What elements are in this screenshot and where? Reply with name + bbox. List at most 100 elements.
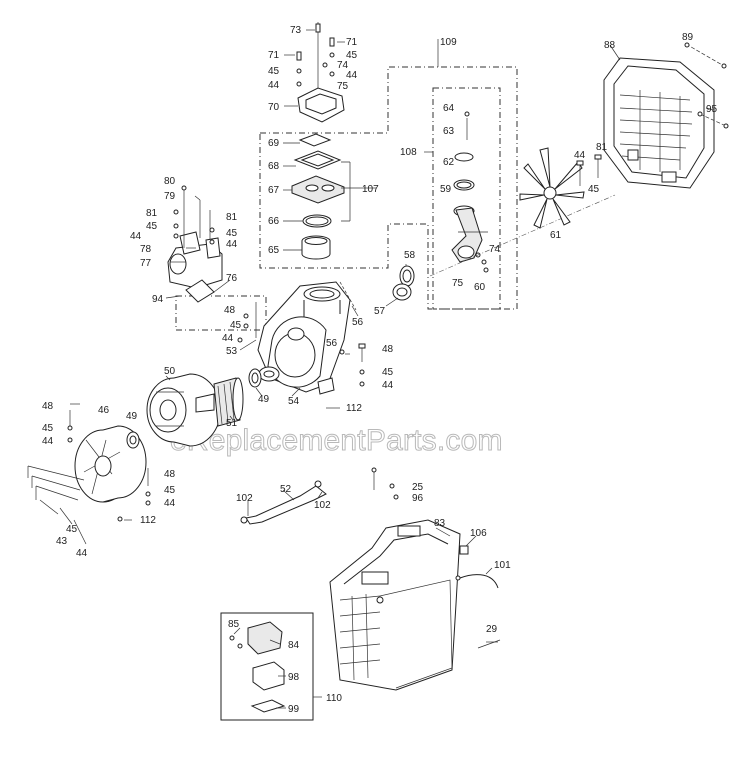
- callout-43: 43: [56, 536, 68, 547]
- callout-101: 101: [494, 560, 511, 571]
- callout-59: 59: [440, 184, 452, 195]
- callout-25: 25: [412, 482, 424, 493]
- watermark: eReplacementParts.com: [170, 424, 503, 457]
- callout-79: 79: [164, 191, 176, 202]
- callout-76: 76: [226, 273, 238, 284]
- callout-70: 70: [268, 102, 280, 113]
- callout-88: 88: [604, 40, 616, 51]
- callout-49: 49: [258, 394, 270, 405]
- callout-66: 66: [268, 216, 280, 227]
- callout-99: 99: [288, 704, 300, 715]
- callout-94: 94: [152, 294, 164, 305]
- callout-48: 48: [224, 305, 236, 316]
- callout-44: 44: [268, 80, 280, 91]
- callout-46: 46: [98, 405, 110, 416]
- callout-63: 63: [443, 126, 455, 137]
- callout-44: 44: [42, 436, 54, 447]
- callout-44: 44: [76, 548, 88, 559]
- callout-68: 68: [268, 161, 280, 172]
- callout-56: 56: [326, 338, 338, 349]
- fan-part: [429, 147, 616, 277]
- callout-48: 48: [42, 401, 54, 412]
- callout-69: 69: [268, 138, 280, 149]
- callout-74: 74: [489, 244, 501, 255]
- front-shroud-part: [329, 467, 501, 691]
- callout-50: 50: [164, 366, 176, 377]
- callout-109: 109: [440, 37, 457, 48]
- callout-98: 98: [288, 672, 300, 683]
- fitting-hose-part: [455, 545, 499, 589]
- callout-44: 44: [346, 70, 358, 81]
- callout-107: 107: [362, 184, 379, 195]
- callout-106: 106: [470, 528, 487, 539]
- callout-44: 44: [164, 498, 176, 509]
- rear-shroud-part: [603, 42, 729, 189]
- callout-60: 60: [474, 282, 486, 293]
- callout-54: 54: [288, 396, 300, 407]
- callout-48: 48: [382, 344, 394, 355]
- callout-81: 81: [226, 212, 238, 223]
- assembly-108-outline: [432, 87, 501, 310]
- switch-kit-part: [220, 612, 314, 721]
- bearing-housing-part: [167, 185, 267, 331]
- callout-48: 48: [164, 469, 176, 480]
- valve-plate-part: [291, 175, 345, 204]
- callout-64: 64: [443, 103, 455, 114]
- callout-44: 44: [130, 231, 142, 242]
- callout-80: 80: [164, 176, 176, 187]
- callout-45: 45: [146, 221, 158, 232]
- callout-71: 71: [268, 50, 280, 61]
- rotor-part: [195, 377, 244, 427]
- callout-44: 44: [222, 333, 234, 344]
- callout-44: 44: [574, 150, 586, 161]
- bearing-49-part: [248, 368, 262, 388]
- callout-75: 75: [337, 81, 349, 92]
- callout-49: 49: [126, 411, 138, 422]
- callout-67: 67: [268, 185, 280, 196]
- callout-51: 51: [226, 418, 238, 429]
- callout-62: 62: [443, 157, 455, 168]
- callout-110: 110: [326, 693, 342, 704]
- crankcase-part: [237, 281, 357, 395]
- callout-44: 44: [382, 380, 394, 391]
- callout-74: 74: [337, 60, 349, 71]
- callout-53: 53: [226, 346, 238, 357]
- callout-29: 29: [486, 624, 498, 635]
- callout-58: 58: [404, 250, 416, 261]
- callout-52: 52: [280, 484, 292, 495]
- callout-71: 71: [346, 37, 358, 48]
- callout-96: 96: [412, 493, 424, 504]
- callout-44: 44: [226, 239, 238, 250]
- head-cover-assembly: [284, 22, 345, 260]
- callout-45: 45: [382, 367, 394, 378]
- callout-102: 102: [236, 493, 253, 504]
- callout-112: 112: [140, 515, 156, 526]
- callout-45: 45: [346, 50, 358, 61]
- callout-45: 45: [66, 524, 78, 535]
- callout-78: 78: [140, 244, 152, 255]
- callout-84: 84: [288, 640, 300, 651]
- leader-lines: [39, 39, 715, 709]
- bolt-stack-right: [326, 343, 366, 409]
- callout-65: 65: [268, 245, 280, 256]
- callout-112: 112: [346, 403, 362, 414]
- callout-labels: 73 71 71 45 74 45 44 44 75 70 109 88 89 …: [42, 25, 718, 715]
- callout-75: 75: [452, 278, 464, 289]
- callout-77: 77: [140, 258, 152, 269]
- callout-45: 45: [588, 184, 600, 195]
- callout-56: 56: [352, 317, 364, 328]
- callout-83: 83: [434, 518, 446, 529]
- callout-45: 45: [164, 485, 176, 496]
- callout-108: 108: [400, 147, 417, 158]
- callout-61: 61: [550, 230, 562, 241]
- tube-part: [240, 480, 327, 525]
- callout-45: 45: [226, 228, 238, 239]
- callout-45: 45: [268, 66, 280, 77]
- callout-102: 102: [314, 500, 331, 511]
- piston-rod-assembly: [451, 111, 489, 273]
- callout-85: 85: [228, 619, 240, 630]
- callout-73: 73: [290, 25, 302, 36]
- callout-89: 89: [682, 32, 694, 43]
